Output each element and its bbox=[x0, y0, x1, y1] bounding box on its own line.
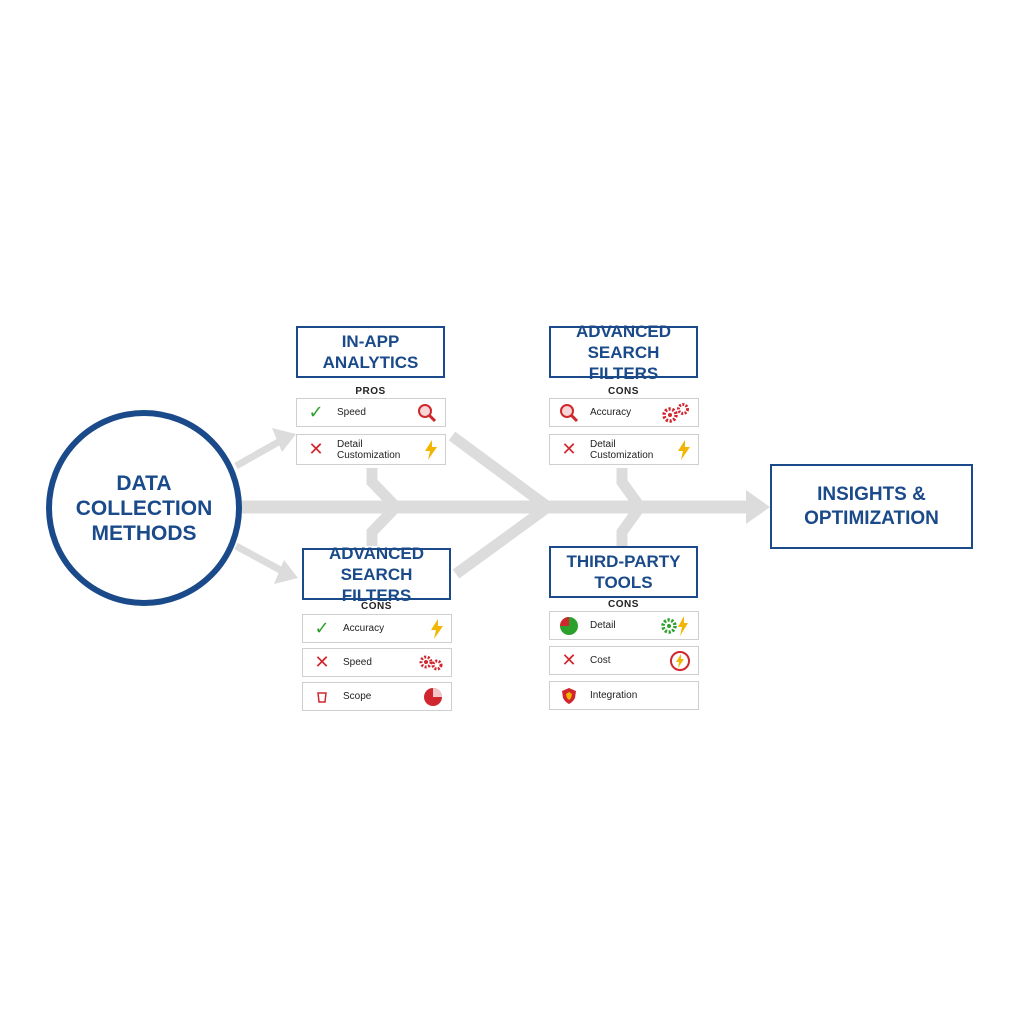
chevron-connector-2 bbox=[448, 431, 558, 579]
row-label: Accuracy bbox=[590, 407, 632, 418]
cup-icon bbox=[311, 687, 333, 707]
cons-label: CONS bbox=[608, 386, 639, 397]
in-app-analytics-title: IN-APP ANALYTICS bbox=[296, 326, 445, 378]
node-title-text: THIRD-PARTY TOOLS bbox=[566, 552, 681, 592]
shield-icon bbox=[558, 686, 580, 706]
insights-optimization-node: INSIGHTS & OPTIMIZATION bbox=[770, 464, 973, 549]
main-flow-arrowhead bbox=[746, 490, 770, 524]
node-title-text: ADVANCED SEARCH FILTERS bbox=[575, 321, 672, 383]
chevron-connector-1 bbox=[366, 468, 404, 546]
list-item: ✕ Detail Customization bbox=[296, 434, 446, 465]
x-icon: ✕ bbox=[561, 439, 577, 459]
row-label: Detail Customization bbox=[590, 438, 654, 461]
x-icon: ✕ bbox=[308, 439, 324, 459]
gears-icon bbox=[661, 402, 691, 424]
row-label: Integration bbox=[590, 690, 638, 701]
row-label: Detail bbox=[590, 620, 616, 631]
data-collection-methods-node: DATA COLLECTION METHODS bbox=[46, 410, 242, 606]
list-item: ✓ Speed bbox=[296, 398, 446, 427]
lightning-icon bbox=[424, 439, 438, 460]
check-icon: ✓ bbox=[308, 402, 324, 422]
magnifier-icon bbox=[558, 403, 580, 423]
pros-label: PROS bbox=[355, 386, 386, 397]
pie-chart-icon bbox=[422, 686, 444, 708]
lightning-icon bbox=[430, 618, 444, 639]
cons-label: CONS bbox=[608, 599, 639, 610]
row-label: Speed bbox=[337, 407, 366, 418]
list-item: Integration bbox=[549, 681, 699, 710]
row-label: Speed bbox=[343, 657, 372, 668]
row-label: Cost bbox=[590, 655, 611, 666]
x-icon: ✕ bbox=[561, 650, 577, 670]
advanced-search-filters-title: ADVANCED SEARCH FILTERS bbox=[549, 322, 698, 383]
check-icon: ✓ bbox=[314, 618, 330, 638]
lightning-circle-icon bbox=[669, 650, 691, 672]
source-title: DATA COLLECTION METHODS bbox=[75, 471, 213, 545]
node-title-text: ADVANCED SEARCH FILTERS bbox=[328, 543, 425, 605]
third-party-tools-title: THIRD-PARTY TOOLS bbox=[549, 546, 698, 598]
list-item: ✕ Cost bbox=[549, 646, 699, 675]
node-title-text: IN-APP ANALYTICS bbox=[322, 332, 419, 372]
pie-chart-icon bbox=[558, 616, 580, 636]
chevron-connector-3 bbox=[616, 468, 647, 546]
list-item: ✕ Speed bbox=[302, 648, 452, 677]
advanced-search-filters-title: ADVANCED SEARCH FILTERS bbox=[302, 544, 451, 605]
target-title: INSIGHTS & OPTIMIZATION bbox=[804, 483, 939, 529]
list-item: ✓ Accuracy bbox=[302, 614, 452, 643]
gear-lightning-icon bbox=[659, 615, 691, 637]
branch-arrow-upper bbox=[234, 436, 284, 470]
row-label: Scope bbox=[343, 691, 372, 702]
row-label: Accuracy bbox=[343, 623, 385, 634]
magnifier-icon bbox=[416, 403, 438, 423]
list-item: Accuracy bbox=[549, 398, 699, 427]
row-label: Detail Customization bbox=[337, 438, 401, 461]
list-item: ✕ Detail Customization bbox=[549, 434, 699, 465]
list-item: Detail bbox=[549, 611, 699, 640]
x-icon: ✕ bbox=[314, 652, 330, 672]
gears-icon bbox=[418, 653, 444, 673]
cons-label: CONS bbox=[361, 601, 392, 612]
lightning-icon bbox=[677, 439, 691, 460]
branch-arrow-lower bbox=[234, 542, 286, 576]
list-item: Scope bbox=[302, 682, 452, 711]
